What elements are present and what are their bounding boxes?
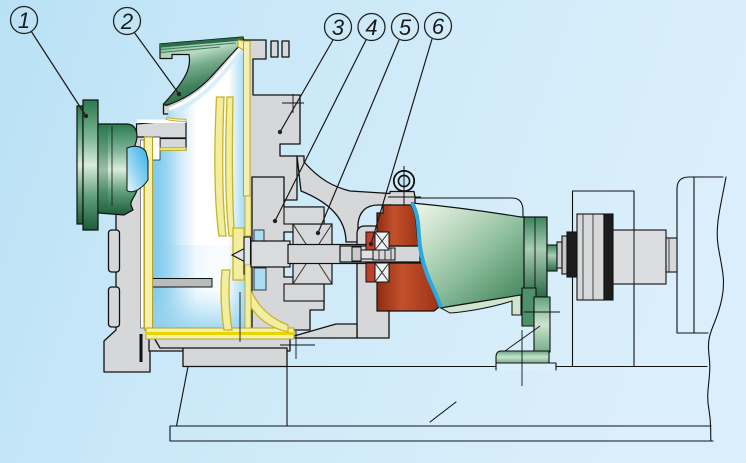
svg-text:4: 4: [365, 15, 377, 40]
svg-text:3: 3: [332, 15, 345, 40]
svg-text:1: 1: [18, 8, 30, 33]
svg-text:5: 5: [399, 15, 412, 40]
svg-text:2: 2: [120, 9, 133, 34]
svg-text:6: 6: [432, 14, 445, 39]
